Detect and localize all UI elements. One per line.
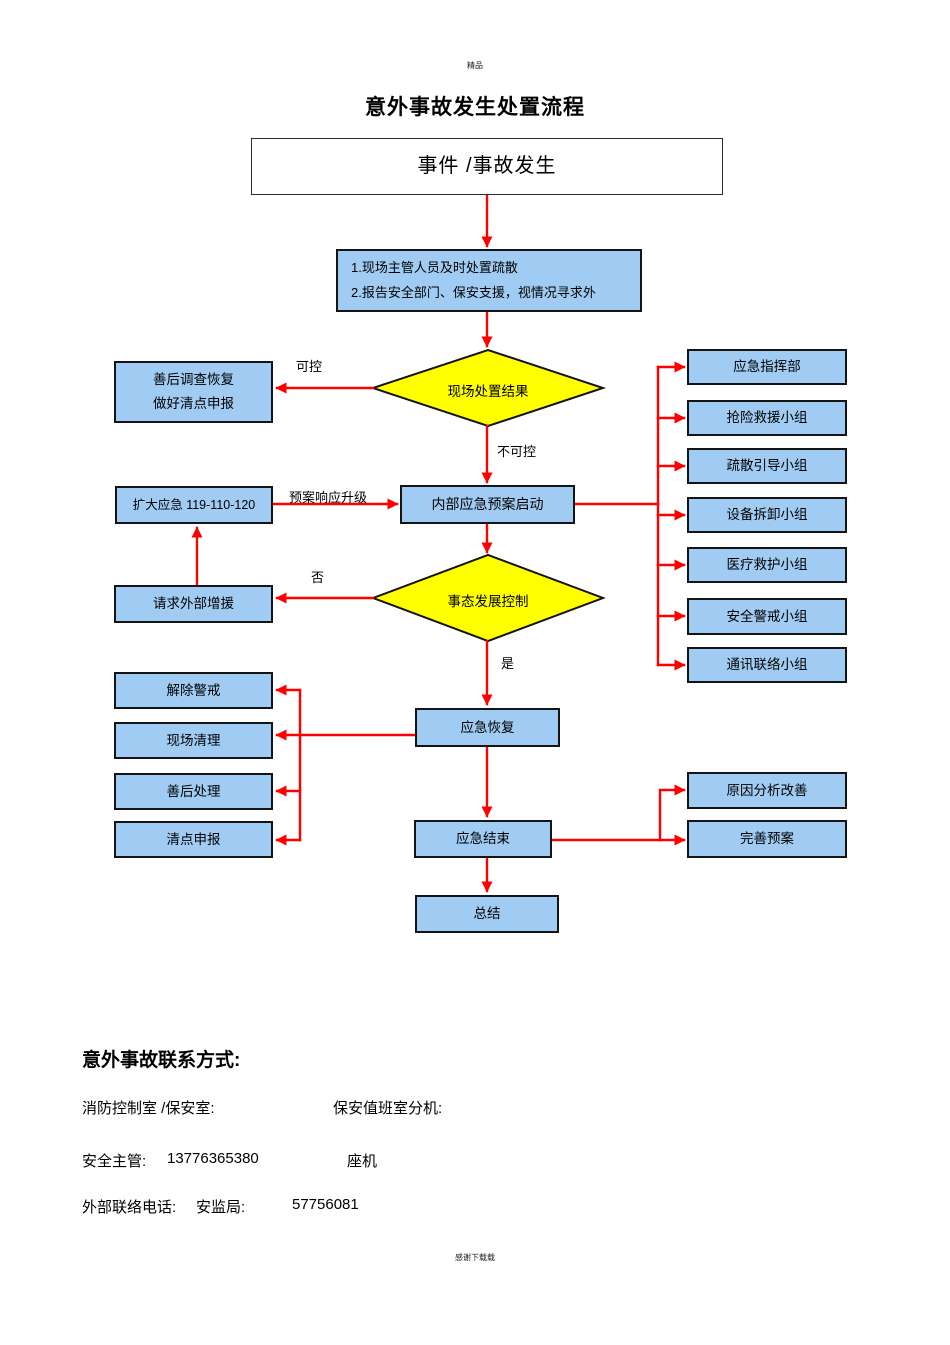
node-emergency-end: 应急结束 xyxy=(414,820,552,858)
decision-onsite-shape xyxy=(369,348,607,428)
node-team-command: 应急指挥部 xyxy=(687,349,847,385)
watermark-top: 精品 xyxy=(467,61,483,70)
decision-development-label: 事态发展控制 xyxy=(447,594,529,609)
decision-onsite-label: 现场处置结果 xyxy=(447,384,529,399)
contact-bureau-label: 安监局: xyxy=(196,1199,246,1216)
node-team-equipment: 设备拆卸小组 xyxy=(687,497,847,533)
node-task-lift-alert: 解除警戒 xyxy=(114,672,273,709)
edge-label-controllable: 可控 xyxy=(296,359,323,374)
contact-bureau-phone: 57756081 xyxy=(292,1196,359,1213)
node-task-aftermath-handling: 善后处理 xyxy=(114,773,273,810)
node-team-evacuation: 疏散引导小组 xyxy=(687,448,847,484)
node-team-rescue: 抢险救援小组 xyxy=(687,400,847,436)
page-title: 意外事故发生处置流程 xyxy=(365,96,585,119)
node-recovery: 应急恢复 xyxy=(415,708,560,747)
aftermath-line1: 善后调查恢复 xyxy=(153,372,234,388)
node-cause-analysis: 原因分析改善 xyxy=(687,772,847,809)
node-task-inventory-report: 清点申报 xyxy=(114,821,273,858)
node-team-communication: 通讯联络小组 xyxy=(687,647,847,683)
node-task-site-cleanup: 现场清理 xyxy=(114,722,273,759)
contact-duty-room-label: 保安值班室分机: xyxy=(333,1100,443,1117)
node-initial-actions: 1.现场主管人员及时处置疏散 2.报告安全部门、保安支援，视情况寻求外 xyxy=(336,249,642,312)
edge-label-plan-upgrade: 预案响应升级 xyxy=(289,490,368,505)
edge-label-yes: 是 xyxy=(501,656,515,671)
contact-safety-manager-label: 安全主管: xyxy=(82,1153,147,1170)
node-incident-start: 事件 /事故发生 xyxy=(251,138,723,195)
node-improve-plan: 完善预案 xyxy=(687,820,847,858)
flowchart-connectors xyxy=(191,193,686,893)
node-request-backup: 请求外部增援 xyxy=(114,585,273,623)
aftermath-line2: 做好清点申报 xyxy=(153,396,234,411)
contact-fire-room-label: 消防控制室 /保安室: xyxy=(82,1100,215,1117)
node-team-security: 安全警戒小组 xyxy=(687,598,847,635)
node-summary: 总结 xyxy=(415,895,559,933)
node-internal-plan: 内部应急预案启动 xyxy=(400,485,575,524)
contact-external-label: 外部联络电话: xyxy=(82,1199,177,1216)
decision-development-shape xyxy=(370,553,606,643)
edge-label-no: 否 xyxy=(311,570,325,585)
contact-safety-manager-phone: 13776365380 xyxy=(167,1150,259,1167)
node-expand-emergency: 扩大应急 119-110-120 xyxy=(115,486,273,524)
contacts-heading: 意外事故联系方式: xyxy=(82,1050,241,1071)
watermark-bottom: 感谢下载载 xyxy=(455,1253,495,1262)
node-team-medical: 医疗救护小组 xyxy=(687,547,847,583)
node-aftermath: 善后调查恢复 做好清点申报 xyxy=(114,361,273,423)
contact-landline-label: 座机 xyxy=(347,1153,378,1170)
initial-actions-line1: 1.现场主管人员及时处置疏散 xyxy=(351,259,518,275)
initial-actions-line2: 2.报告安全部门、保安支援，视情况寻求外 xyxy=(351,284,596,300)
edge-label-uncontrollable: 不可控 xyxy=(497,444,537,459)
